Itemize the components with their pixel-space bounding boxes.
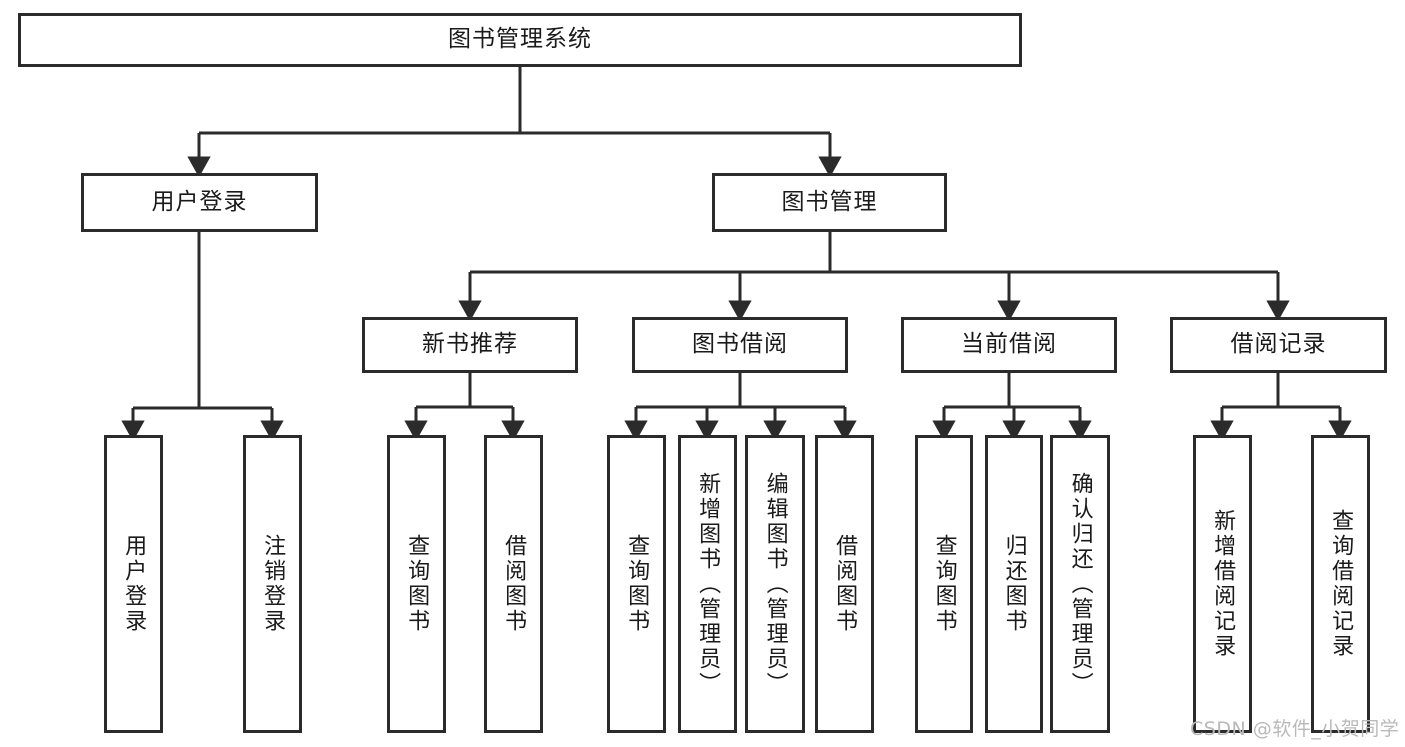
leaf-add-book-admin[interactable]: 新增图书（管理员） — [678, 435, 737, 733]
node-label: 图书管理系统 — [448, 26, 592, 53]
leaf-confirm-return-admin[interactable]: 确认归还（管理员） — [1050, 435, 1110, 733]
node-root-book-management-system[interactable]: 图书管理系统 — [18, 13, 1022, 67]
node-label: 新增图书（管理员） — [695, 471, 721, 697]
leaf-borrow-books[interactable]: 借阅图书 — [815, 435, 874, 733]
node-label: 查询借阅记录 — [1328, 509, 1354, 659]
leaf-logout[interactable]: 注销登录 — [243, 435, 302, 733]
leaf-add-borrow-record[interactable]: 新增借阅记录 — [1193, 435, 1252, 733]
leaf-query-books-current[interactable]: 查询图书 — [915, 435, 973, 733]
leaf-query-books-borrow[interactable]: 查询图书 — [607, 435, 666, 733]
node-user-login[interactable]: 用户登录 — [81, 173, 318, 232]
node-label: 新书推荐 — [422, 331, 518, 358]
node-label: 借阅记录 — [1230, 331, 1327, 358]
node-label: 新增借阅记录 — [1210, 509, 1236, 659]
node-label: 确认归还（管理员） — [1067, 471, 1093, 697]
csdn-watermark: CSDN @软件_小贺同学 — [1190, 718, 1400, 740]
node-label: 图书借阅 — [692, 331, 788, 358]
node-label: 当前借阅 — [961, 331, 1057, 358]
node-new-book-recommendation[interactable]: 新书推荐 — [362, 317, 578, 373]
node-label: 查询图书 — [404, 534, 430, 634]
node-book-borrowing[interactable]: 图书借阅 — [632, 317, 848, 373]
node-label: 用户登录 — [151, 188, 248, 215]
node-label: 注销登录 — [260, 534, 286, 634]
node-label: 查询图书 — [931, 534, 957, 634]
node-label: 用户登录 — [121, 534, 147, 634]
leaf-query-books-recommend[interactable]: 查询图书 — [387, 435, 446, 733]
leaf-edit-book-admin[interactable]: 编辑图书（管理员） — [745, 435, 805, 733]
leaf-return-books[interactable]: 归还图书 — [985, 435, 1043, 733]
node-label: 编辑图书（管理员） — [762, 471, 788, 697]
leaf-borrow-books-recommend[interactable]: 借阅图书 — [484, 435, 543, 733]
leaf-query-borrow-record[interactable]: 查询借阅记录 — [1311, 435, 1370, 733]
node-borrow-record[interactable]: 借阅记录 — [1170, 317, 1387, 373]
node-current-borrowing[interactable]: 当前借阅 — [901, 317, 1117, 373]
leaf-user-login[interactable]: 用户登录 — [104, 435, 163, 733]
node-label: 图书管理 — [781, 188, 878, 215]
node-label: 借阅图书 — [832, 534, 858, 634]
node-book-management[interactable]: 图书管理 — [712, 173, 947, 232]
node-label: 借阅图书 — [501, 534, 527, 634]
node-label: 查询图书 — [624, 534, 650, 634]
node-label: 归还图书 — [1001, 534, 1027, 634]
